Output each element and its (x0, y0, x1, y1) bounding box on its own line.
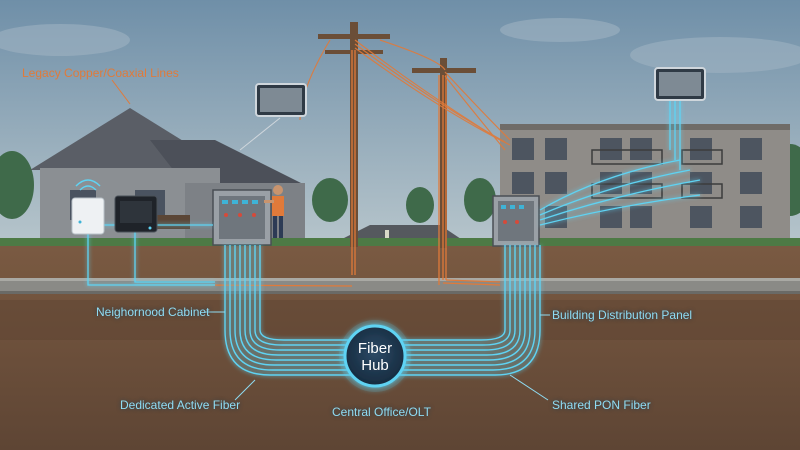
central-office-label: Central Office/OLT (332, 405, 431, 419)
neighborhood-cabinet (212, 189, 272, 246)
modem-icon (114, 195, 158, 233)
underground-conduit (0, 278, 800, 294)
grass (0, 238, 800, 248)
building-panel-label: Building Distribution Panel (552, 308, 693, 322)
apartment-fiber-lines (539, 100, 701, 226)
apartment-building (500, 124, 790, 240)
fiber-hub-label: Fiber Hub (342, 340, 408, 374)
dedicated-fiber-label: Dedicated Active Fiber (120, 398, 241, 412)
shared-pon-label: Shared PON Fiber (552, 398, 651, 412)
legacy-lines-label: Legacy Copper/Coaxial Lines (22, 66, 179, 80)
technician-icon (264, 185, 284, 238)
tablet-icon (239, 83, 307, 151)
neighborhood-cabinet-label: Neighornood Cabinet (96, 305, 210, 319)
hub-line-1: Fiber (357, 340, 393, 357)
utility-pole-1 (318, 22, 390, 247)
building-distribution-panel (492, 195, 540, 247)
wifi-router-icon (71, 179, 105, 235)
label-leaders (111, 79, 550, 401)
hub-line-2: Hub (361, 357, 389, 374)
copper-aerial-lines (299, 39, 511, 151)
fiber-hub (339, 320, 411, 392)
clouds (0, 18, 800, 73)
tablet-icon (654, 67, 706, 101)
